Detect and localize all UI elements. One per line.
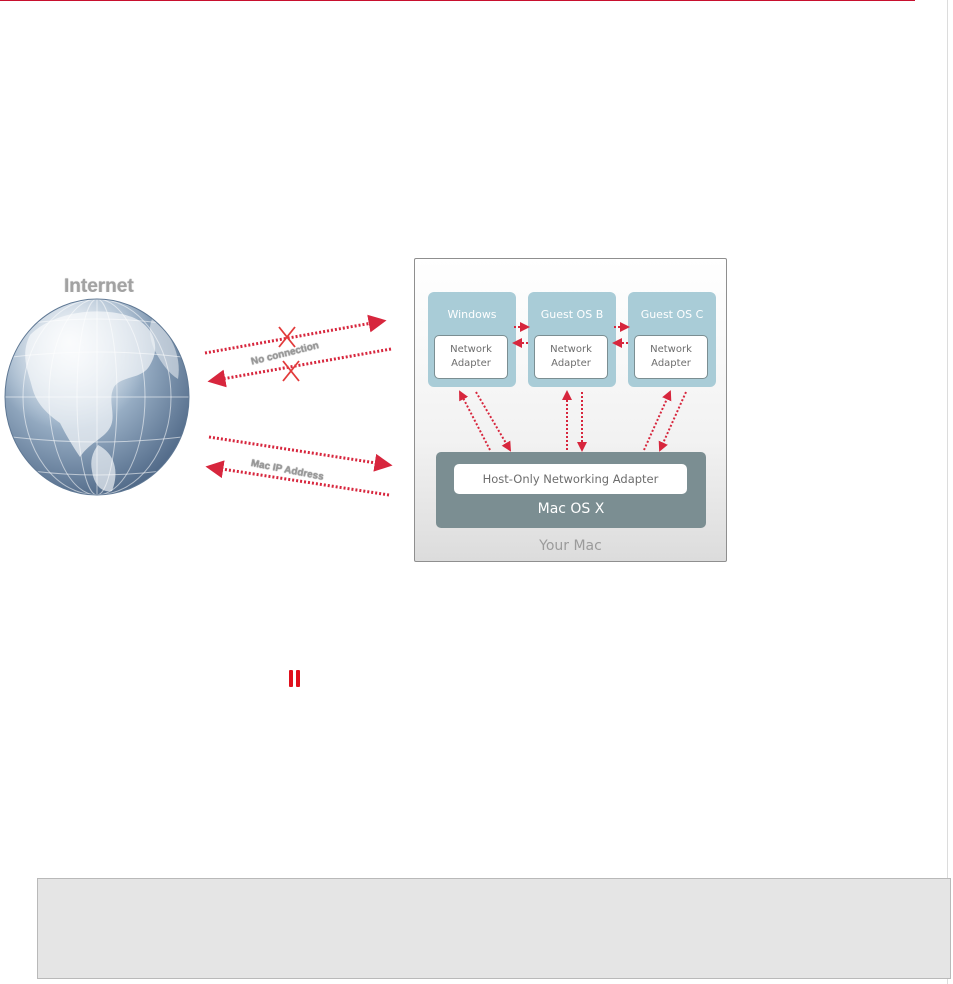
network-adapter: Network Adapter <box>634 335 708 379</box>
network-adapter: Network Adapter <box>434 335 508 379</box>
guest-windows: Windows Network Adapter <box>428 292 516 387</box>
host-only-adapter: Host-Only Networking Adapter <box>454 464 687 494</box>
guest-title: Guest OS C <box>640 308 704 321</box>
internet-links <box>204 314 393 497</box>
upper-link-in <box>207 347 392 388</box>
internet-label: Internet <box>64 276 134 297</box>
mac-os-label: Mac OS X <box>537 501 605 517</box>
guest-os-b: Guest OS B Network Adapter <box>528 292 616 387</box>
pause-icon <box>289 670 301 687</box>
guest-title: Guest OS B <box>540 308 604 321</box>
lower-link-out <box>208 435 393 472</box>
guest-os-c: Guest OS C Network Adapter <box>628 292 716 387</box>
mac-os-x-block: Host-Only Networking Adapter Mac OS X <box>436 452 706 528</box>
guest-title: Windows <box>447 308 497 321</box>
x-mark-icon <box>278 326 300 382</box>
header-rule <box>0 0 915 1</box>
internal-arrows <box>459 322 687 452</box>
globe-icon <box>4 298 190 496</box>
network-adapter: Network Adapter <box>534 335 608 379</box>
your-mac-label: Your Mac <box>539 538 602 554</box>
page-edge-rule <box>947 0 948 984</box>
note-box <box>37 878 951 979</box>
